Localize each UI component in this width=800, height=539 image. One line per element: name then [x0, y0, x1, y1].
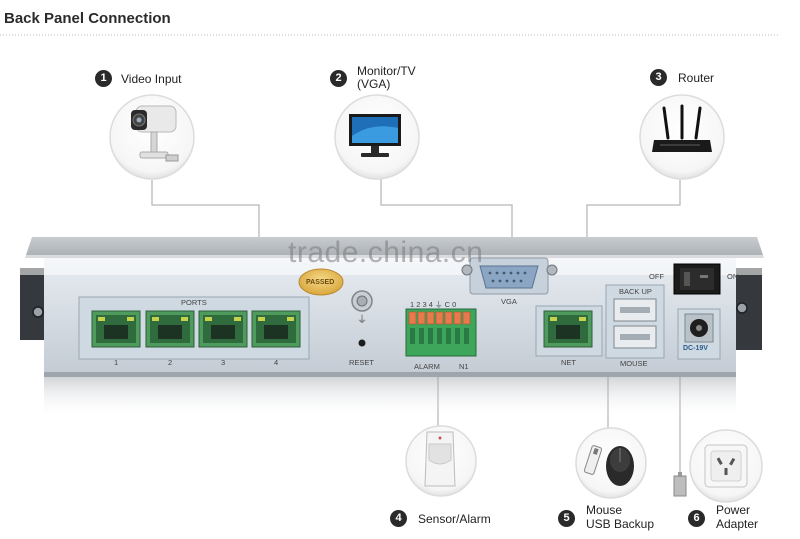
badge-3: 3 — [650, 69, 667, 86]
svg-text:⏚: ⏚ — [357, 314, 367, 326]
camera-icon — [131, 105, 179, 162]
watermark-band — [14, 255, 782, 275]
alarm-pins-label: 1 2 3 4 ⏚ C 0 — [410, 300, 457, 309]
ethernet-ports — [91, 310, 301, 348]
dc-label: DC-19V — [683, 345, 708, 352]
backup-label: BACK UP — [619, 287, 652, 296]
badge-4: 4 — [390, 510, 407, 527]
power-plug-icon — [673, 472, 687, 497]
ports-label: PORTS — [181, 298, 207, 307]
label-power-line2: Adapter — [716, 517, 759, 531]
passed-label: PASSED — [306, 279, 335, 286]
label-router: Router — [678, 71, 715, 85]
alarm-label: ALARM — [414, 362, 440, 371]
label-sensor-alarm: Sensor/Alarm — [418, 512, 491, 526]
passed-sticker — [298, 268, 344, 296]
mouse-port-label: MOUSE — [620, 359, 648, 368]
page-title: Back Panel Connection — [4, 10, 171, 27]
net-label: NET — [561, 358, 576, 367]
monitor-icon — [349, 114, 401, 157]
terminal-pins — [408, 311, 471, 325]
router-icon — [652, 104, 712, 152]
badge-1: 1 — [95, 70, 112, 87]
port-number-4: 4 — [274, 358, 279, 367]
label-monitor-line1: Monitor/TV — [357, 64, 416, 78]
label-video-input: Video Input — [121, 72, 182, 86]
port-number-2: 2 — [168, 358, 173, 367]
off-label: OFF — [649, 272, 664, 281]
label-mouse-line2: USB Backup — [586, 517, 655, 531]
vga-label: VGA — [501, 297, 517, 306]
badge-2: 2 — [330, 70, 347, 87]
watermark-text: trade.china.cn — [288, 236, 484, 269]
port-number-3: 3 — [221, 358, 226, 367]
device-top-edge — [25, 237, 764, 258]
badge-5: 5 — [558, 510, 575, 527]
sensor-icon — [424, 431, 456, 487]
label-power-line1: Power — [716, 503, 751, 517]
power-outlet-icon — [704, 444, 748, 488]
label-monitor-line2: (VGA) — [357, 77, 391, 91]
port-number-1: 1 — [114, 358, 119, 367]
mouse-icon — [584, 445, 634, 486]
reset-hole — [358, 339, 366, 347]
badge-6: 6 — [688, 510, 705, 527]
label-mouse-line1: Mouse — [586, 503, 623, 517]
alarm-label-n1: N1 — [459, 362, 469, 371]
on-label: ON — [727, 272, 739, 281]
reset-label: RESET — [349, 358, 375, 367]
